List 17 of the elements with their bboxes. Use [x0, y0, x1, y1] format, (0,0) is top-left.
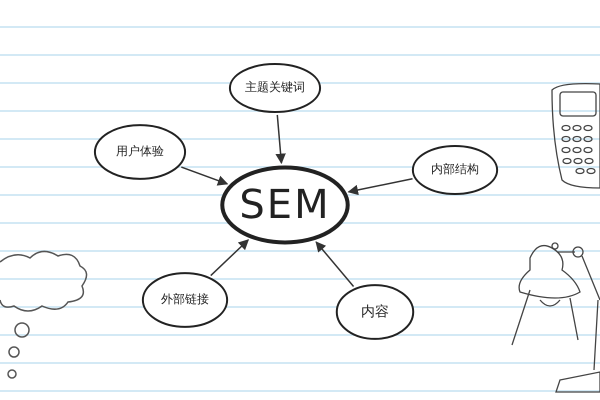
arrow — [348, 178, 413, 196]
arrow — [181, 166, 228, 186]
ellipse-bubble — [336, 284, 414, 340]
arrow — [315, 241, 354, 287]
arrow — [210, 239, 250, 276]
bubble-label: SEM — [239, 181, 331, 230]
ellipse-bubble — [412, 145, 498, 195]
bubble-label: 内容 — [361, 302, 389, 322]
bubble-label: 内部结构 — [431, 162, 479, 178]
ellipse-bubble — [142, 272, 228, 328]
bubble-label: 外部链接 — [161, 292, 209, 308]
ellipse-bubble — [221, 166, 349, 244]
ellipse-bubble — [229, 63, 321, 113]
arrow — [275, 114, 286, 164]
bubble-label: 用户体验 — [116, 144, 164, 160]
bubble-label: 主题关键词 — [245, 80, 305, 96]
ellipse-bubble — [94, 124, 186, 180]
